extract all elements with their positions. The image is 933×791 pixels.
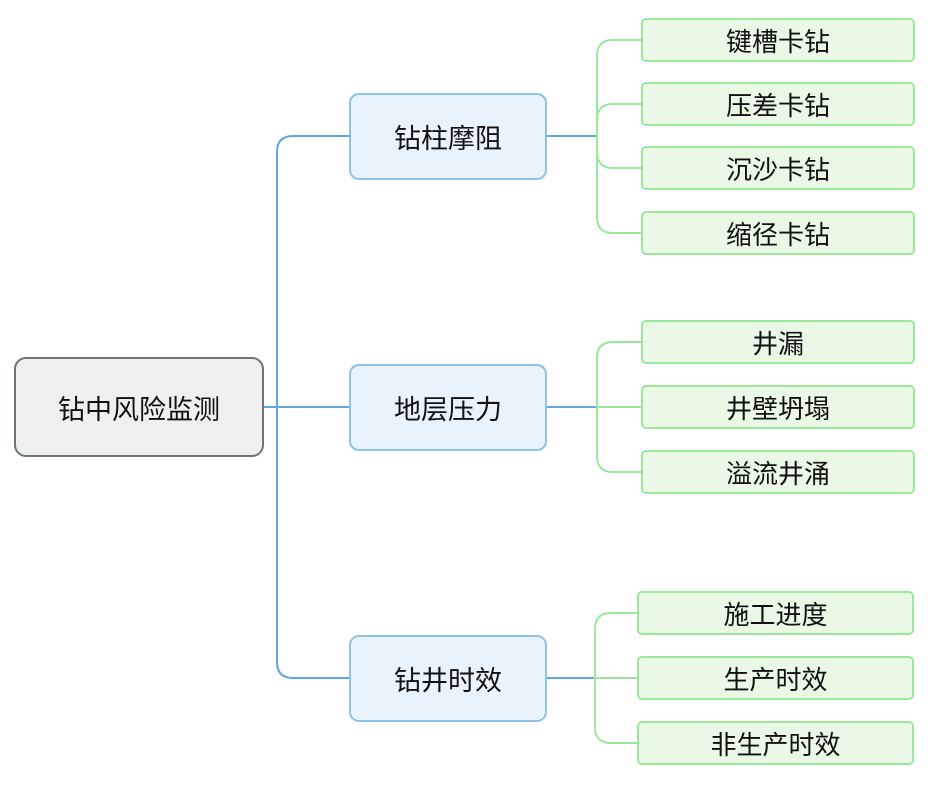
branch-node-drilling-efficiency: 钻井时效: [349, 635, 547, 722]
leaf-node: 沉沙卡钻: [641, 146, 915, 190]
root-branch-connector: [264, 135, 349, 408]
leaf-label: 井漏: [751, 329, 804, 360]
leaf-label: 缩径卡钻: [725, 220, 830, 251]
leaf-connector: [596, 103, 641, 136]
leaf-label: 施工进度: [723, 600, 828, 631]
leaf-node: 施工进度: [637, 591, 914, 635]
leaf-label: 生产时效: [723, 665, 828, 696]
leaf-node: 溢流井涌: [641, 450, 915, 494]
leaf-node: 井壁坍塌: [641, 385, 915, 429]
root-label: 钻中风险监测: [58, 394, 220, 426]
leaf-label: 压差卡钻: [725, 91, 830, 122]
branch-label: 地层压力: [394, 395, 502, 426]
branch-label: 钻井时效: [394, 666, 502, 697]
leaf-connector: [596, 407, 641, 473]
leaf-label: 沉沙卡钻: [725, 155, 830, 186]
leaf-label: 井壁坍塌: [725, 394, 830, 425]
leaf-node: 压差卡钻: [641, 82, 915, 126]
root-node: 钻中风险监测: [14, 357, 264, 457]
leaf-node: 键槽卡钻: [641, 18, 915, 62]
leaf-connector: [596, 136, 641, 234]
leaf-node: 缩径卡钻: [641, 211, 915, 255]
leaf-node: 非生产时效: [637, 721, 914, 765]
root-branch-connector: [276, 407, 349, 679]
leaf-connector: [596, 136, 641, 169]
leaf-label: 非生产时效: [710, 730, 841, 761]
leaf-node: 井漏: [641, 320, 915, 364]
leaf-label: 溢流井涌: [725, 459, 830, 490]
leaf-node: 生产时效: [637, 656, 914, 700]
leaf-connector: [596, 341, 641, 407]
leaf-connector: [594, 612, 637, 678]
leaf-connector: [596, 39, 641, 136]
branch-node-formation-pressure: 地层压力: [349, 364, 547, 451]
leaf-connector: [594, 678, 637, 744]
leaf-label: 键槽卡钻: [725, 27, 830, 58]
branch-label: 钻柱摩阻: [394, 124, 502, 155]
branch-node-drillstring-friction: 钻柱摩阻: [349, 93, 547, 180]
